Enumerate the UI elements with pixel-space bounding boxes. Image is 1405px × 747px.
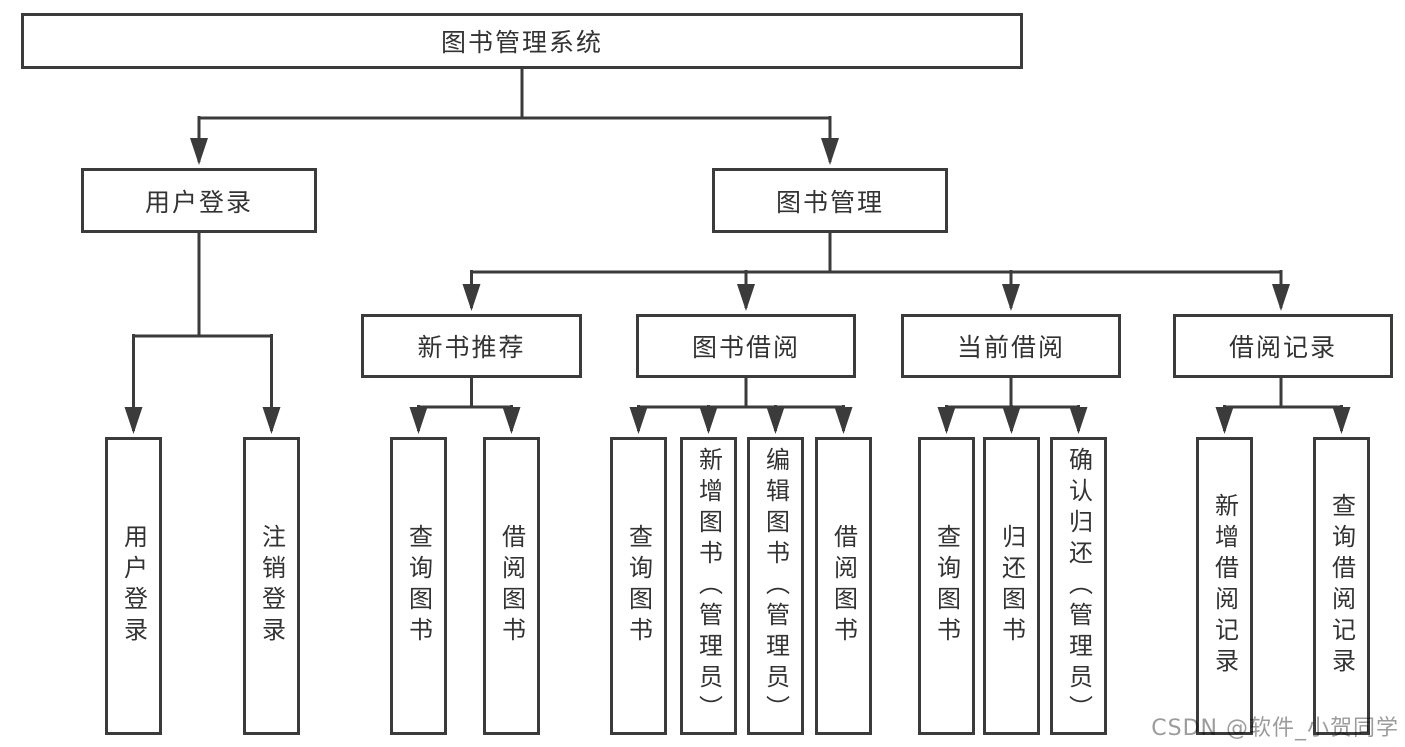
leaf-edit-books-admin-label: 编辑图书（管理员） <box>761 446 790 726</box>
leaf-recommend-query-books: 查询图书 <box>390 437 447 735</box>
leaf-return-books-label: 归还图书 <box>997 524 1026 648</box>
node-borrowing-records: 借阅记录 <box>1173 314 1393 378</box>
csdn-watermark: CSDN @软件_小贺同学 <box>1151 716 1399 741</box>
node-new-book-recommend-label: 新书推荐 <box>417 333 526 362</box>
leaf-recommend-borrow-books-label: 借阅图书 <box>497 524 526 648</box>
node-borrowing-records-label: 借阅记录 <box>1228 333 1337 362</box>
leaf-confirm-return-admin: 确认归还（管理员） <box>1050 437 1107 735</box>
node-user-login-label: 用户登录 <box>144 187 253 217</box>
leaf-borrowing-borrow-books-label: 借阅图书 <box>829 524 858 648</box>
leaf-add-books-admin: 新增图书（管理员） <box>680 437 737 735</box>
leaf-current-query-books-label: 查询图书 <box>932 524 961 648</box>
leaf-logout-label: 注销登录 <box>257 524 286 648</box>
leaf-user-login-label: 用户登录 <box>119 524 148 648</box>
node-book-management-system-label: 图书管理系统 <box>440 28 603 57</box>
leaf-recommend-borrow-books: 借阅图书 <box>483 437 540 735</box>
leaf-add-books-admin-label: 新增图书（管理员） <box>694 446 723 726</box>
leaf-current-query-books: 查询图书 <box>918 437 975 735</box>
leaf-borrowing-borrow-books: 借阅图书 <box>815 437 872 735</box>
node-book-management-system: 图书管理系统 <box>21 13 1023 69</box>
leaf-query-borrow-record: 查询借阅记录 <box>1313 437 1370 735</box>
leaf-add-borrow-record-label: 新增借阅记录 <box>1210 493 1239 679</box>
leaf-recommend-query-books-label: 查询图书 <box>404 524 433 648</box>
node-book-management-label: 图书管理 <box>775 187 884 217</box>
node-book-borrowing: 图书借阅 <box>636 314 856 378</box>
node-current-borrowing: 当前借阅 <box>901 314 1121 378</box>
leaf-borrowing-query-books-label: 查询图书 <box>624 524 653 648</box>
leaf-confirm-return-admin-label: 确认归还（管理员） <box>1064 446 1093 726</box>
leaf-add-borrow-record: 新增借阅记录 <box>1196 437 1253 735</box>
node-book-borrowing-label: 图书借阅 <box>691 333 800 362</box>
leaf-borrowing-query-books: 查询图书 <box>610 437 667 735</box>
leaf-logout: 注销登录 <box>243 437 300 735</box>
leaf-edit-books-admin: 编辑图书（管理员） <box>747 437 804 735</box>
node-new-book-recommend: 新书推荐 <box>361 314 582 378</box>
node-book-management: 图书管理 <box>712 168 948 233</box>
leaf-query-borrow-record-label: 查询借阅记录 <box>1327 493 1356 679</box>
node-user-login: 用户登录 <box>81 168 317 233</box>
leaf-return-books: 归还图书 <box>983 437 1040 735</box>
leaf-user-login: 用户登录 <box>105 437 162 735</box>
node-current-borrowing-label: 当前借阅 <box>956 333 1065 362</box>
